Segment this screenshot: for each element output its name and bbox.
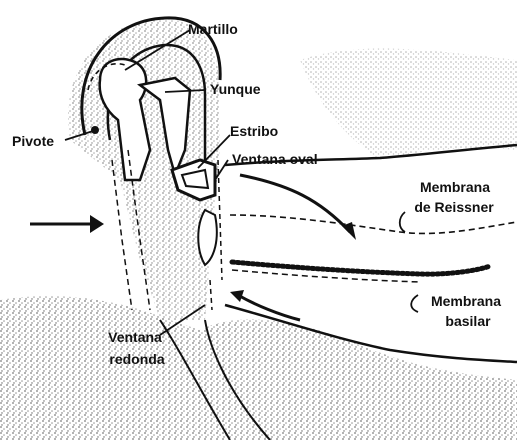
label-membrana-basilar-1: Membrana [420,294,512,308]
label-estribo: Estribo [230,124,278,138]
reissner-membrane [230,215,517,233]
label-ventana-redonda-1: Ventana [100,330,170,344]
label-ventana-oval: Ventana oval [232,152,318,166]
lower-flow-arrow [238,295,300,320]
label-membrana-basilar-2: basilar [428,314,508,328]
label-membrana-reissner-2: de Reissner [404,200,504,214]
label-pivote: Pivote [12,134,54,148]
basilar-membrane [232,262,490,274]
oval-window [198,210,217,265]
label-ventana-redonda-2: redonda [100,352,174,366]
label-yunque: Yunque [210,82,261,96]
pivote-dot [91,126,99,134]
label-membrana-reissner-1: Membrana [410,180,500,194]
upper-shading [300,48,517,160]
sound-input-arrow [30,215,104,233]
label-martillo: Martillo [188,22,238,36]
